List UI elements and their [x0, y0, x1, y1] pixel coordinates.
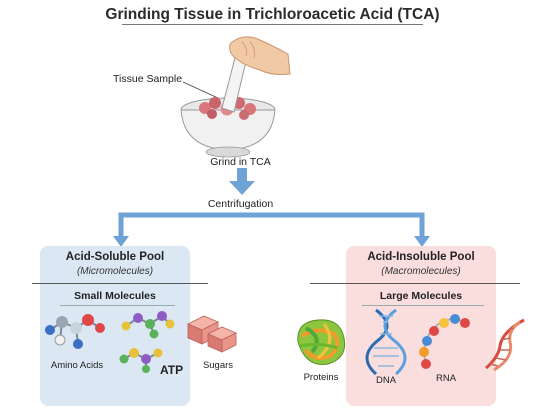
- title-underline: [122, 24, 423, 25]
- acid-soluble-title: Acid-Soluble Pool: [65, 251, 165, 263]
- acid-insoluble-title: Acid-Insoluble Pool: [367, 251, 475, 263]
- large-molecules-heading: Large Molecules: [379, 290, 463, 302]
- left-arrowhead-icon: [113, 236, 129, 247]
- diagram-title: Grinding Tissue in Trichloroacetic Acid …: [105, 6, 440, 23]
- proteins-label: Proteins: [303, 372, 339, 383]
- small-molecules-heading: Small Molecules: [74, 290, 156, 302]
- branch-connector: [118, 212, 425, 244]
- acid-soluble-subtitle: (Micromolecules): [76, 266, 154, 277]
- tissue-sample-label: Tissue Sample: [113, 73, 183, 85]
- mortar-pestle-illustration: [180, 36, 291, 158]
- atp-label: ATP: [160, 363, 184, 377]
- amino-acid-molecule-icon: [45, 314, 105, 349]
- right-section-rule: [362, 305, 484, 306]
- dna-label: DNA: [375, 375, 397, 386]
- dna-helix-icon: [365, 308, 407, 376]
- down-arrow-icon: [229, 168, 255, 195]
- branch-arrows: [113, 212, 430, 247]
- acid-insoluble-subtitle: (Macromolecules): [381, 266, 461, 277]
- right-divider: [310, 283, 520, 284]
- grind-step-label: Grind in TCA: [210, 156, 271, 168]
- sugar-phosphate-molecule-icon: [121, 311, 175, 339]
- left-divider: [32, 283, 208, 284]
- amino-acids-label: Amino Acids: [50, 360, 104, 371]
- sugar-cubes-icon: [187, 315, 237, 353]
- double-helix-icon: [485, 318, 525, 372]
- left-section-rule: [60, 305, 175, 306]
- atp-molecule-icon: [119, 348, 163, 373]
- tissue-leader-line: [182, 81, 219, 99]
- protein-structure-icon: [297, 319, 346, 366]
- centrifugation-label: Centrifugation: [207, 198, 274, 210]
- acid-insoluble-panel: [346, 246, 496, 406]
- mortar-base: [205, 146, 251, 158]
- rna-strand-icon: [419, 314, 470, 369]
- right-arrowhead-icon: [414, 236, 430, 247]
- rna-label: RNA: [435, 373, 457, 384]
- sugars-label: Sugars: [202, 360, 234, 371]
